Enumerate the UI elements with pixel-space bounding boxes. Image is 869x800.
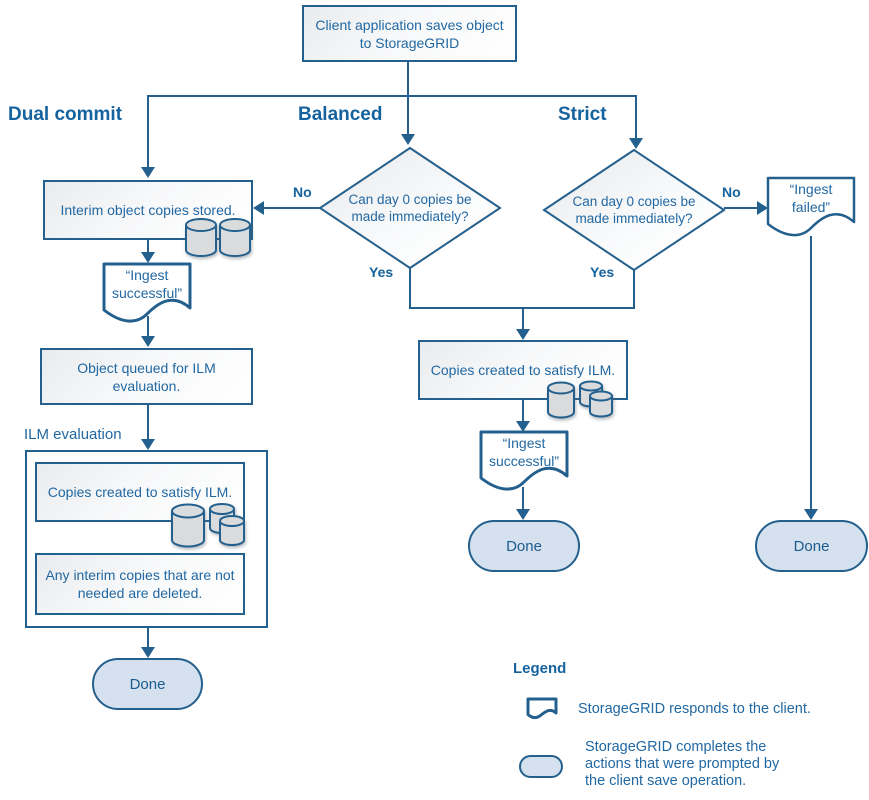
ingest-successful-left-label: “Ingest successful” — [111, 267, 183, 301]
edge-label-no-balanced: No — [293, 184, 312, 200]
arrowhead-into-ingest-successful-left — [141, 252, 155, 263]
connector-yes-balanced — [409, 268, 411, 308]
edge-label-yes-balanced: Yes — [369, 264, 394, 280]
arrowhead-into-queued-box — [141, 336, 155, 347]
decision-balanced: Can day 0 copies be made immediately? — [318, 146, 502, 270]
arrowhead-into-done-mid — [516, 509, 530, 520]
branch-label-dual-commit: Dual commit — [8, 104, 123, 125]
document-icon — [526, 697, 558, 720]
decision-strict-label: Can day 0 copies be made immediately? — [572, 194, 696, 226]
interim-deleted-box: Any interim copies that are not needed a… — [35, 553, 245, 615]
document-icon — [766, 176, 856, 237]
arrowhead-into-done-left — [141, 647, 155, 658]
ingest-successful-mid-label: “Ingest successful” — [488, 435, 560, 469]
connector-branch-horizontal — [147, 95, 637, 97]
arrowhead-into-copies-box — [516, 329, 530, 340]
connector-strict-drop — [635, 96, 637, 138]
arrowhead-into-done-right — [804, 509, 818, 520]
connector-dual-drop — [147, 96, 149, 167]
ingest-successful-doc-mid: “Ingest successful” — [479, 430, 569, 492]
arrowhead-into-ingest-successful-mid — [516, 421, 530, 432]
interim-copies-label: Interim object copies stored. — [60, 202, 236, 218]
pill-icon — [519, 755, 563, 778]
arrowhead-into-strict-diamond — [629, 138, 643, 149]
edge-label-no-strict: No — [722, 184, 741, 200]
connector-ingest-left-down — [147, 316, 149, 336]
start-node: Client application saves object to Stora… — [302, 5, 517, 62]
storage-cylinders-icon — [185, 218, 251, 257]
storage-cylinders-icon — [547, 380, 613, 419]
connector-no-strict — [724, 207, 757, 209]
storage-cylinders-icon — [171, 503, 245, 548]
queued-label: Object queued for ILM evaluation. — [77, 359, 216, 394]
connector-balanced-drop — [407, 96, 409, 134]
legend-item-pill-text: StorageGRID completes the actions that w… — [585, 739, 780, 789]
arrowhead-into-ilm-container — [141, 439, 155, 450]
connector-failed-down — [810, 236, 812, 509]
connector-merge-down — [522, 308, 524, 330]
connector-copies-mid-down — [522, 400, 524, 421]
connector-interim-down — [147, 240, 149, 252]
arrowhead-no-strict — [757, 201, 768, 215]
branch-label-strict: Strict — [558, 104, 607, 125]
decision-strict: Can day 0 copies be made immediately? — [542, 148, 726, 272]
ilm-evaluation-label: ILM evaluation — [24, 426, 122, 443]
ingest-successful-doc-left: “Ingest successful” — [102, 262, 192, 324]
done-terminal-right: Done — [755, 520, 868, 572]
document-icon — [479, 430, 569, 491]
connector-no-balanced — [264, 207, 320, 209]
legend-title: Legend — [513, 660, 567, 677]
done-mid-label: Done — [506, 537, 542, 555]
connector-yes-strict — [633, 270, 635, 308]
done-terminal-left: Done — [92, 658, 203, 710]
copies-created-mid-label: Copies created to satisfy ILM. — [430, 362, 616, 378]
branch-label-balanced: Balanced — [298, 104, 383, 125]
legend-item-document-text: StorageGRID responds to the client. — [578, 701, 811, 717]
document-icon — [102, 262, 192, 323]
copies-created-box-left: Copies created to satisfy ILM. — [35, 462, 245, 522]
copies-created-left-label: Copies created to satisfy ILM. — [47, 484, 233, 500]
ingest-failed-doc: “Ingest failed” — [766, 176, 856, 238]
start-node-label: Client application saves object to Stora… — [315, 16, 504, 51]
connector-start-down — [407, 58, 409, 96]
ingest-failed-label: “Ingest failed” — [789, 181, 833, 215]
edge-label-yes-strict: Yes — [590, 264, 615, 280]
connector-ingest-mid-down — [522, 487, 524, 509]
arrowhead-into-balanced-diamond — [401, 134, 415, 145]
decision-balanced-label: Can day 0 copies be made immediately? — [348, 192, 472, 224]
done-terminal-mid: Done — [468, 520, 580, 572]
queued-box: Object queued for ILM evaluation. — [40, 348, 253, 405]
arrowhead-into-interim-box — [141, 167, 155, 178]
arrowhead-no-balanced — [253, 201, 264, 215]
connector-queued-down — [147, 405, 149, 439]
connector-container-down — [147, 628, 149, 647]
done-left-label: Done — [129, 675, 166, 693]
interim-deleted-label: Any interim copies that are not needed a… — [45, 567, 235, 601]
interim-copies-box: Interim object copies stored. — [43, 180, 253, 240]
done-right-label: Done — [793, 537, 830, 555]
